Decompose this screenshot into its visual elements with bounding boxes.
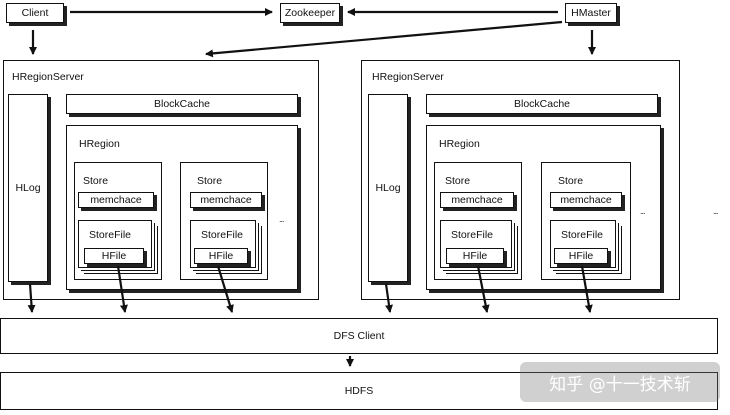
arrow-hfile-1-2-dfs — [216, 265, 234, 313]
hregionserver-title: HRegionServer — [372, 71, 444, 83]
store-title: Store — [558, 175, 584, 187]
store-title: Store — [197, 175, 223, 187]
arrow-hfile-2-2-dfs — [580, 265, 593, 313]
arrow-hlog-2-dfs — [384, 283, 393, 313]
blockcache-1: BlockCache — [66, 94, 298, 114]
arrow-hfile-1-1-dfs — [116, 265, 128, 313]
hregion-title: HRegion — [79, 138, 120, 150]
memstore-2-1: memchace — [440, 192, 514, 208]
blockcache-2: BlockCache — [426, 94, 658, 114]
ellipsis-2: ... — [640, 206, 645, 216]
storefile-title: StoreFile — [89, 229, 132, 241]
store-title: Store — [445, 175, 471, 187]
hdfs: HDFS — [0, 372, 718, 410]
watermark: 知乎 @十一技术斩 — [520, 362, 720, 402]
hfile-1-1: HFile — [84, 248, 144, 264]
arrow-hlog-1-dfs — [27, 283, 36, 313]
memstore-2-2: memchace — [550, 192, 622, 208]
hregionserver-title: HRegionServer — [12, 71, 84, 83]
hmaster-node: HMaster — [565, 3, 617, 23]
storefile-title: StoreFile — [451, 229, 494, 241]
arrow-hfile-2-1-dfs — [476, 265, 490, 313]
hfile-2-2: HFile — [554, 248, 608, 264]
hlog-2: HLog — [368, 94, 408, 282]
zookeeper-node: Zookeeper — [280, 3, 340, 23]
client-node: Client — [6, 3, 64, 23]
store-title: Store — [83, 175, 109, 187]
storefile-title: StoreFile — [561, 229, 604, 241]
ellipsis-edge: ... — [713, 206, 718, 216]
memstore-1-2: memchace — [190, 192, 262, 208]
dfs-client: DFS Client — [0, 318, 718, 354]
hfile-1-2: HFile — [194, 248, 248, 264]
hfile-2-1: HFile — [446, 248, 504, 264]
memstore-1-1: memchace — [78, 192, 154, 208]
hlog-1: HLog — [8, 94, 48, 282]
arrow-hmaster-regionserver-1 — [205, 20, 563, 58]
hregion-title: HRegion — [439, 138, 480, 150]
ellipsis-1: ... — [279, 214, 284, 224]
storefile-title: StoreFile — [201, 229, 244, 241]
